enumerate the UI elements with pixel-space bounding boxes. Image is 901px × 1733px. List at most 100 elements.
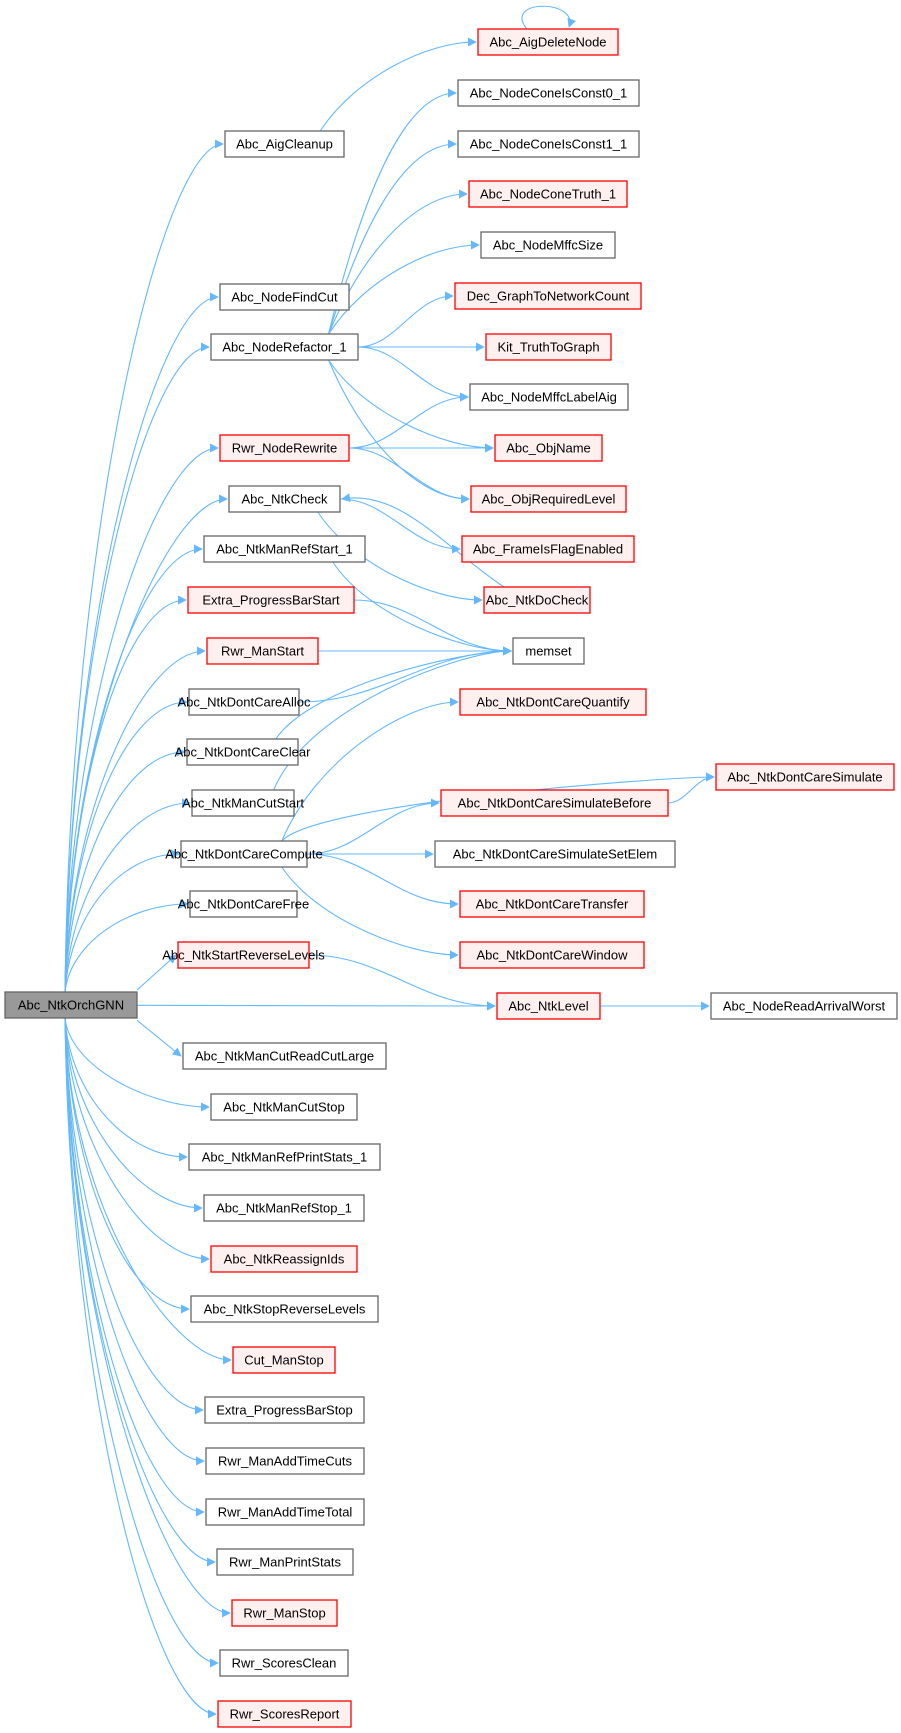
node-box [187,586,355,614]
edge-noderefactor-to-mffclabel [357,346,469,402]
graph-node-dcwindow[interactable]: Abc_NtkDontCareWindow [459,941,645,969]
edge-extraprogstart-to-memset [353,599,512,656]
graph-node-objname[interactable]: Abc_ObjName [494,434,603,462]
graph-node-dccompute[interactable]: Abc_NtkDontCareCompute [165,840,323,868]
node-box [186,738,299,766]
graph-node-frameflag[interactable]: Abc_FrameIsFlagEnabled [461,535,635,563]
graph-node-memset[interactable]: memset [512,637,585,665]
node-box [203,535,366,563]
graph-node-scoresclean[interactable]: Rwr_ScoresClean [219,1649,349,1677]
node-box [177,941,310,969]
graph-node-objreqlevel[interactable]: Abc_ObjRequiredLevel [470,485,627,513]
node-label: Abc_NtkDontCareFree [178,897,310,912]
node-label: Dec_GraphToNetworkCount [467,289,630,304]
node-box [454,282,642,310]
node-box [205,1447,365,1475]
graph-node-mffcsize[interactable]: Abc_NodeMffcSize [480,231,616,259]
node-label: Abc_NtkManRefStop_1 [216,1201,352,1216]
graph-node-const1[interactable]: Abc_NodeConeIsConst1_1 [457,130,640,158]
node-box [219,1649,349,1677]
graph-node-refstop[interactable]: Abc_NtkManRefStop_1 [203,1194,365,1222]
graph-node-dcquantify[interactable]: Abc_NtkDontCareQuantify [459,688,647,716]
graph-node-dcsimbefore[interactable]: Abc_NtkDontCareSimulateBefore [440,789,669,817]
graph-node-cutreadlarge[interactable]: Abc_NtkManCutReadCutLarge [182,1042,387,1070]
graph-node-ntkmanrefstart[interactable]: Abc_NtkManRefStart_1 [203,535,366,563]
node-box [468,180,628,208]
graph-node-extraprogstart[interactable]: Extra_ProgressBarStart [187,586,355,614]
node-label: Rwr_NodeRewrite [232,441,337,456]
graph-node-ntkcheck[interactable]: Abc_NtkCheck [228,485,341,513]
graph-node-mffclabel[interactable]: Abc_NodeMffcLabelAig [469,383,629,411]
node-box [228,485,341,513]
node-box [188,1143,381,1171]
node-label: Abc_NodeConeTruth_1 [480,187,616,202]
node-box [440,789,669,817]
graph-node-dcclear[interactable]: Abc_NtkDontCareClear [175,738,312,766]
node-box [469,383,629,411]
graph-node-rwrmanstop[interactable]: Rwr_ManStop [231,1599,338,1627]
edge-root-to-dcfree [64,899,189,993]
node-box [204,1396,365,1424]
graph-node-reassignids[interactable]: Abc_NtkReassignIds [210,1245,358,1273]
graph-node-graphtonet[interactable]: Dec_GraphToNetworkCount [454,282,642,310]
edge-root-to-printstats [64,1017,216,1567]
graph-node-stoprevlevels[interactable]: Abc_NtkStopReverseLevels [190,1295,379,1323]
graph-node-extraprogstop[interactable]: Extra_ProgressBarStop [204,1396,365,1424]
node-label: Abc_NtkDontCareQuantify [476,695,630,710]
graph-node-conetruth[interactable]: Abc_NodeConeTruth_1 [468,180,628,208]
graph-node-dcalloc[interactable]: Abc_NtkDontCareAlloc [178,688,311,716]
graph-node-addtimetotal[interactable]: Rwr_ManAddTimeTotal [205,1498,365,1526]
graph-node-mancutstart[interactable]: Abc_NtkManCutStart [182,789,304,817]
graph-node-dcsimulate[interactable]: Abc_NtkDontCareSimulate [715,763,895,791]
node-box [434,840,676,868]
node-box [217,1700,352,1728]
graph-node-aigcleanup[interactable]: Abc_AigCleanup [224,130,345,158]
edge-root-to-reassignids [64,1017,210,1264]
node-label: memset [525,644,572,659]
graph-node-cutmanstop[interactable]: Cut_ManStop [232,1346,336,1374]
node-label: Abc_NodeReadArrivalWorst [723,999,886,1014]
node-label: Kit_TruthToGraph [497,340,599,355]
graph-node-aigdeletenode[interactable]: Abc_AigDeleteNode [477,28,619,56]
node-label: Abc_NtkManRefPrintStats_1 [202,1150,367,1165]
graph-node-rwrmanstart[interactable]: Rwr_ManStart [206,637,319,665]
edge-startrevlevels-to-ntklevel [308,954,496,1011]
graph-node-truthtograph[interactable]: Kit_TruthToGraph [485,333,612,361]
node-box [512,637,585,665]
graph-node-addtimecuts[interactable]: Rwr_ManAddTimeCuts [205,1447,365,1475]
graph-node-const0[interactable]: Abc_NodeConeIsConst0_1 [457,79,640,107]
graph-node-startrevlevels[interactable]: Abc_NtkStartReverseLevels [162,941,325,969]
edge-root-to-mancutstart [64,798,191,993]
edge-dcclear-to-memset [275,646,512,740]
node-box [715,763,895,791]
edge-dccompute-to-dcsimbefore [306,798,440,855]
node-label: Rwr_ManStart [221,644,304,659]
node-label: Abc_NtkStopReverseLevels [204,1302,366,1317]
graph-node-root[interactable]: Abc_NtkOrchGNN [4,991,138,1019]
edge-ntkdocheck-to-ntkcheck [341,493,505,588]
node-box [180,840,308,868]
graph-node-dcfree[interactable]: Abc_NtkDontCareFree [178,890,310,918]
node-label: Abc_NodeRefactor_1 [222,340,346,355]
graph-node-rwrnoderewrite[interactable]: Rwr_NodeRewrite [219,434,350,462]
graph-node-arrivalworst[interactable]: Abc_NodeReadArrivalWorst [710,992,898,1020]
graph-node-ntkdocheck[interactable]: Abc_NtkDoCheck [483,586,591,614]
graph-node-refprintstats[interactable]: Abc_NtkManRefPrintStats_1 [188,1143,381,1171]
node-label: Abc_NtkDontCareTransfer [476,897,629,912]
node-box [485,333,612,361]
edge-root-to-extraprogstart [64,595,187,993]
node-box [4,991,138,1019]
graph-node-scoresreport[interactable]: Rwr_ScoresReport [217,1700,352,1728]
graph-node-noderefactor[interactable]: Abc_NodeRefactor_1 [210,333,359,361]
graph-node-nodefindcut[interactable]: Abc_NodeFindCut [219,283,350,311]
graph-node-mancutstop[interactable]: Abc_NtkManCutStop [210,1093,358,1121]
node-label: Abc_NtkDontCareWindow [476,948,628,963]
graph-node-ntklevel[interactable]: Abc_NtkLevel [496,992,601,1020]
graph-node-dcsimsetelem[interactable]: Abc_NtkDontCareSimulateSetElem [434,840,676,868]
edge-noderefactor-to-mffcsize [328,240,480,335]
graph-node-dctransfer[interactable]: Abc_NtkDontCareTransfer [459,890,645,918]
graph-node-printstats[interactable]: Rwr_ManPrintStats [216,1548,354,1576]
node-box [483,586,591,614]
node-box [210,1245,358,1273]
